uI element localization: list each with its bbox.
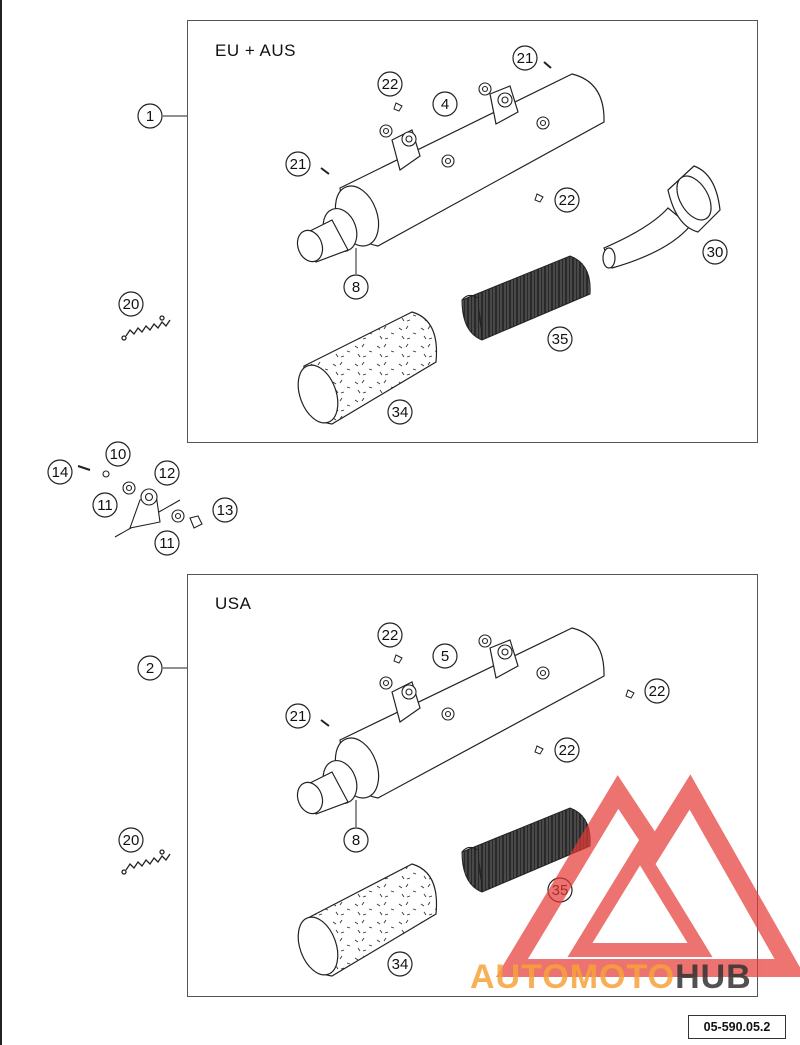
washer-set-top [379, 82, 550, 168]
callout-22-bottom-a: 22 [377, 622, 403, 648]
callout-8-bottom-text: 8 [352, 832, 360, 849]
insulation-wool-35-top [461, 255, 591, 341]
callout-10-text: 10 [110, 446, 127, 463]
callout-11-a: 11 [92, 492, 118, 518]
callout-22-bottom-a-text: 22 [382, 627, 399, 644]
callout-11-b: 11 [154, 530, 180, 556]
callout-30-text: 30 [707, 244, 724, 261]
callout-22-top-a: 22 [377, 71, 403, 97]
screws-bottom [320, 654, 635, 755]
callout-21-top-a-text: 21 [517, 50, 534, 67]
washer-set-bottom [379, 634, 550, 721]
callout-20-top-text: 20 [123, 296, 140, 313]
callout-12-text: 12 [159, 465, 176, 482]
watermark-text-part2: HUB [675, 958, 752, 996]
callout-assembly-2-text: 2 [146, 660, 154, 677]
callout-20-bottom-text: 20 [123, 832, 140, 849]
callout-14-text: 14 [52, 464, 69, 481]
callout-13: 13 [212, 497, 238, 523]
reference-code: 05-590.05.2 [703, 1020, 771, 1034]
callout-assembly-1-text: 1 [146, 108, 154, 125]
callout-35-top: 35 [547, 326, 573, 352]
callout-21-top-b: 21 [285, 151, 311, 177]
spring-20-bottom [121, 849, 171, 875]
callout-8-top: 8 [343, 248, 369, 300]
callout-8-bottom: 8 [343, 800, 369, 853]
panel-usa [187, 574, 758, 997]
callout-13-text: 13 [217, 502, 234, 519]
packing-tube-34-bottom [297, 863, 438, 977]
packing-tube-34-top [297, 311, 438, 425]
callout-34-bottom: 34 [387, 951, 413, 977]
callout-assembly-1: 1 [137, 103, 163, 129]
watermark-text-part1: AUTOMOTO [470, 958, 676, 996]
callout-21-top-b-text: 21 [290, 156, 307, 173]
callout-5-text: 5 [441, 648, 449, 665]
callout-5: 5 [432, 643, 458, 669]
callout-8-top-text: 8 [352, 279, 360, 296]
page-left-rule [0, 0, 2, 1045]
callout-22-bottom-b: 22 [644, 678, 670, 704]
callout-34-top: 34 [387, 399, 413, 425]
watermark-triangle-logo [496, 774, 800, 977]
callout-20-top: 20 [118, 291, 144, 317]
panel-usa-label: USA [215, 594, 252, 613]
callout-20-bottom: 20 [118, 827, 144, 853]
callout-22-bottom-b-text: 22 [649, 683, 666, 700]
reference-code-box: 05-590.05.2 [688, 1015, 786, 1039]
callout-22-bottom-c-text: 22 [559, 742, 576, 759]
callout-21-top-a: 21 [512, 45, 538, 71]
callout-22-bottom-c: 22 [554, 737, 580, 763]
callout-22-top-a-text: 22 [382, 76, 399, 93]
spring-20-top [121, 315, 171, 341]
callout-21-bottom-text: 21 [290, 708, 307, 725]
pipe-flange-30 [602, 165, 721, 269]
callout-assembly-2: 2 [137, 655, 163, 681]
callout-34-bottom-text: 34 [392, 956, 409, 973]
callout-10: 10 [105, 441, 131, 467]
watermark-text: AUTOMOTOHUB [470, 958, 752, 997]
callout-12: 12 [154, 460, 180, 486]
callout-35-top-text: 35 [552, 331, 569, 348]
callout-4-text: 4 [441, 96, 449, 113]
callout-22-top-b-text: 22 [559, 192, 576, 209]
mounting-bracket-detail [77, 465, 203, 538]
callout-22-top-b: 22 [554, 187, 580, 213]
callout-4: 4 [432, 91, 458, 117]
callout-14: 14 [47, 459, 73, 485]
callout-34-top-text: 34 [392, 404, 409, 421]
panel-eu-aus-label: EU + AUS [215, 41, 297, 60]
screws-top [320, 61, 552, 203]
callout-11-b-text: 11 [159, 535, 175, 552]
callout-30: 30 [702, 239, 728, 265]
callout-11-a-text: 11 [97, 497, 113, 514]
callout-21-bottom: 21 [285, 703, 311, 729]
